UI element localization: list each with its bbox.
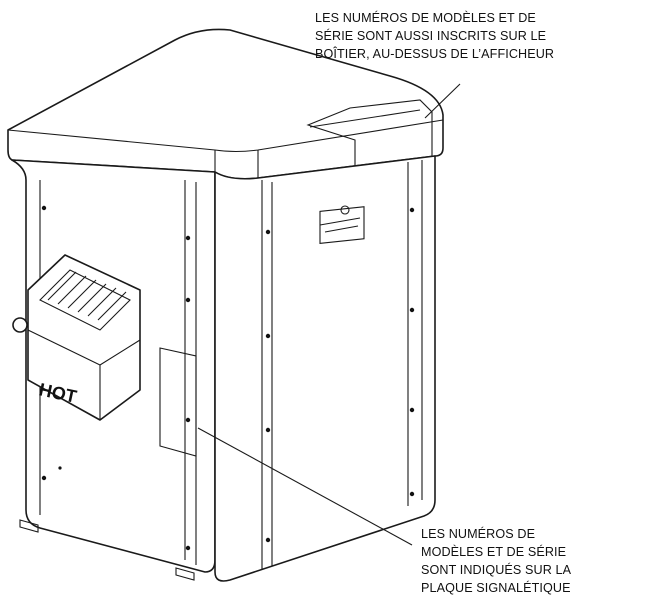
callout-top-line: BOÎTIER, AU-DESSUS DE L’AFFICHEUR: [315, 47, 555, 61]
front-panel-window: [319, 206, 365, 244]
callout-bottom-line: MODÈLES ET DE SÉRIE: [421, 545, 567, 559]
callout-bottom-line: SONT INDIQUÉS SUR LA: [421, 563, 572, 577]
rating-plate: [159, 347, 197, 457]
callout-bottom-text: LES NUMÉROS DE MODÈLES ET DE SÉRIE SONT …: [421, 525, 571, 597]
heater-front-panel: [214, 155, 436, 582]
mounting-foot-left: [19, 519, 39, 533]
display-housing: [306, 99, 433, 191]
mounting-foot-center: [175, 567, 195, 581]
callout-bottom-line: LES NUMÉROS DE: [421, 527, 536, 541]
leader-line-top: [424, 83, 461, 119]
callout-top-line: LES NUMÉROS DE MODÈLES ET DE: [315, 11, 536, 25]
callout-top-line: SÉRIE SONT AUSSI INSCRITS SUR LE: [315, 29, 547, 43]
leader-line-bottom: [197, 427, 413, 546]
callout-top-text: LES NUMÉROS DE MODÈLES ET DE SÉRIE SONT …: [315, 9, 554, 63]
callout-bottom-line: PLAQUE SIGNALÉTIQUE: [421, 581, 571, 595]
panel-rivets: [41, 205, 415, 551]
exhaust-vent-hood: HOT: [12, 254, 141, 421]
